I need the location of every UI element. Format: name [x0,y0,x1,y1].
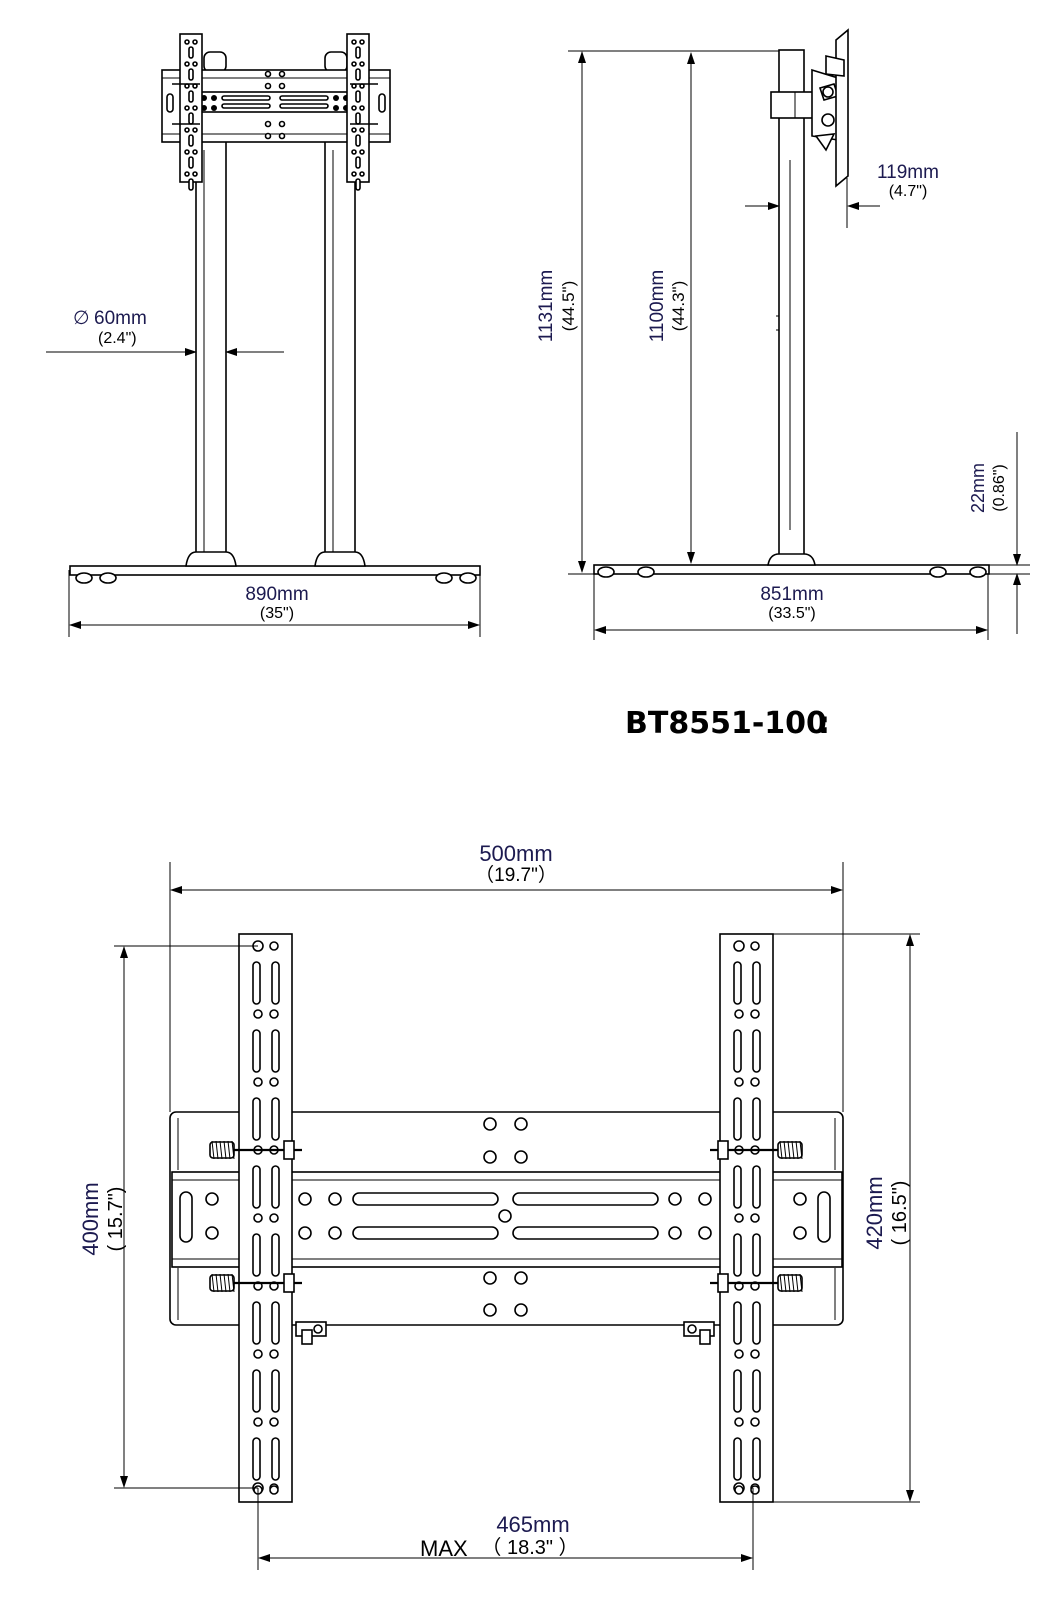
bracket-offset-dimension: 119mm (4.7") [745,162,939,228]
base-width-imperial: (35") [260,605,294,622]
rail-hole-span-value: 400mm [78,1182,103,1255]
safety-lock-right [683,1321,715,1345]
front-vertical-rails [172,33,378,191]
side-view: 1131mm (44.5") 1100mm (44.3") 119mm (4.7… [536,28,1030,640]
pole-diameter-imperial: (2.4") [98,330,137,347]
rail-hole-span-dimension: 400mm ( 15.7") [78,945,258,1489]
model-label: BT8551-100 [625,706,827,741]
model-label-clipped-glyph: : [818,706,830,741]
bracket-offset-value: 119mm [877,162,939,183]
rail-length-value: 420mm [862,1176,887,1249]
vertical-rail-left [238,933,293,1503]
vertical-rail-right [719,933,774,1503]
pole-diameter-symbol: ∅ [73,308,90,329]
front-base-plate [69,565,481,584]
pole-height-value: 1100mm [647,270,668,343]
rail-hole-pattern [252,940,761,1495]
base-thickness-imperial: (0.86") [991,464,1008,511]
base-thickness-value: 22mm [968,463,988,513]
bracket-detail-view: 500mm （19.7"） 400mm ( 15.7") 420mm ( 16.… [78,841,920,1570]
front-view: ∅ 60mm (2.4") 890mm (35") [46,33,481,637]
front-base-width-dimension: 890mm (35") [68,570,481,637]
side-base-depth-dimension: 851mm (33.5") [593,574,989,640]
pole-height-imperial: (44.3") [669,281,688,331]
overall-height-dimension: 1131mm (44.5") [536,50,779,575]
max-hole-width-value: 465mm [496,1512,569,1537]
overall-width-imperial: （19.7"） [475,864,557,886]
safety-lock-left [295,1321,327,1345]
front-poles [185,51,366,567]
base-depth-imperial: (33.5") [768,605,815,622]
max-hole-width-prefix: MAX [420,1536,468,1561]
base-thickness-dimension: 22mm (0.86") [968,432,1030,634]
overall-width-value: 500mm [479,841,552,866]
bracket-offset-imperial: (4.7") [889,183,928,200]
pole-diameter-dimension: ∅ 60mm (2.4") [46,308,284,356]
base-depth-value: 851mm [760,584,823,605]
base-width-value: 890mm [245,584,308,605]
max-hole-width-imperial: （ 18.3" ） [481,1536,578,1559]
side-base-plate [593,564,990,578]
overall-height-value: 1131mm [536,270,557,343]
max-hole-width-dimension: 465mm MAX （ 18.3" ） [257,1488,754,1570]
side-pole [767,49,816,566]
side-tilt-bracket [770,28,849,188]
overall-width-dimension: 500mm （19.7"） [169,841,844,1112]
pole-height-dimension: 1100mm (44.3") [647,52,695,564]
spring-bolts [209,1140,803,1293]
overall-height-imperial: (44.5") [559,281,578,331]
pole-diameter-value: 60mm [94,308,147,329]
rail-length-imperial: ( 16.5") [889,1181,911,1246]
rail-hole-span-imperial: ( 15.7") [105,1187,127,1252]
rail-length-dimension: 420mm ( 16.5") [773,933,920,1503]
